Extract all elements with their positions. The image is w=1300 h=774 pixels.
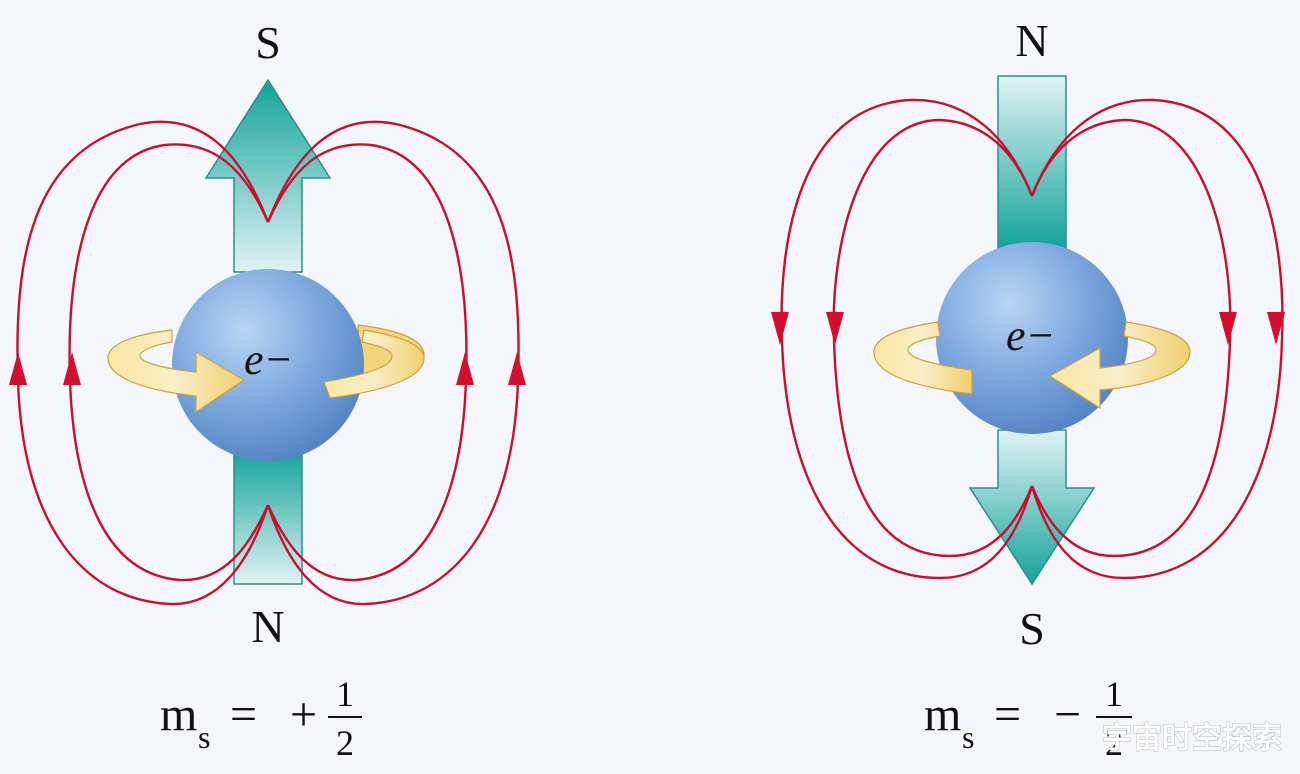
spin-down-panel: e− N S m s = − 1 2 bbox=[771, 15, 1285, 763]
watermark-text: 宇宙时空探索 bbox=[1102, 721, 1282, 756]
magnetic-moment-arrow-tail bbox=[233, 449, 303, 585]
equals-sign: = bbox=[230, 688, 257, 741]
up-arrow-icon bbox=[63, 352, 81, 385]
electron-label: e− bbox=[1006, 311, 1055, 360]
ms-subscript: s bbox=[962, 719, 974, 755]
minus-sign: − bbox=[1054, 688, 1081, 741]
fraction-numerator: 1 bbox=[1105, 674, 1123, 714]
down-arrow-icon bbox=[1267, 312, 1285, 345]
magnetic-moment-arrow-head bbox=[204, 78, 332, 273]
fraction-denominator: 2 bbox=[336, 723, 354, 763]
ms-symbol: m bbox=[160, 688, 197, 741]
field-line bbox=[1030, 118, 1232, 558]
down-arrow-icon bbox=[826, 312, 844, 345]
spin-band-right bbox=[323, 329, 425, 399]
up-arrow-icon bbox=[9, 352, 27, 385]
ms-subscript: s bbox=[198, 719, 210, 755]
field-direction-arrows-left bbox=[9, 352, 526, 385]
fraction-numerator: 1 bbox=[336, 674, 354, 714]
spin-band-left bbox=[873, 321, 973, 395]
spin-quantum-number-down: m s = − 1 2 bbox=[924, 674, 1132, 763]
spin-quantum-number-up: m s = + 1 2 bbox=[160, 674, 362, 763]
field-line bbox=[780, 98, 1034, 580]
electron-label: e− bbox=[244, 335, 293, 384]
bottom-pole-label: N bbox=[251, 601, 284, 652]
spin-up-panel: e− S N m s = + 1 2 bbox=[9, 17, 526, 763]
field-direction-arrows-right bbox=[771, 312, 1285, 345]
spin-band-front bbox=[107, 329, 246, 414]
top-pole-label: N bbox=[1015, 15, 1048, 66]
top-pole-label: S bbox=[255, 17, 281, 68]
electron-sphere bbox=[172, 269, 364, 461]
field-lines-right bbox=[780, 98, 1284, 580]
field-line bbox=[1030, 98, 1284, 580]
magnetic-moment-arrow-tail bbox=[997, 75, 1067, 249]
bottom-pole-label: S bbox=[1019, 603, 1045, 654]
fraction-denominator: 2 bbox=[1105, 723, 1123, 763]
up-arrow-icon bbox=[508, 352, 526, 385]
spin-band-right bbox=[1048, 321, 1191, 410]
up-arrow-icon bbox=[456, 352, 474, 385]
down-arrow-icon bbox=[771, 312, 789, 345]
plus-sign: + bbox=[290, 688, 317, 741]
equals-sign: = bbox=[994, 688, 1021, 741]
down-arrow-icon bbox=[1219, 312, 1237, 345]
ms-symbol: m bbox=[924, 688, 961, 741]
